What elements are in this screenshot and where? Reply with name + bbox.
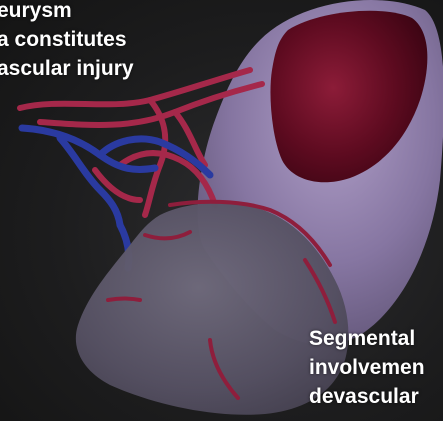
caption-bottom-line-3: devascular bbox=[309, 382, 425, 411]
caption-top: eurysm a constitutes ascular injury bbox=[0, 0, 134, 83]
caption-bottom-line-2: involvemen bbox=[309, 353, 425, 382]
caption-top-line-1: eurysm bbox=[0, 0, 134, 25]
caption-bottom: Segmental involvemen devascular bbox=[309, 324, 425, 411]
caption-top-line-3: ascular injury bbox=[0, 54, 134, 83]
caption-top-line-2: a constitutes bbox=[0, 25, 134, 54]
caption-bottom-line-1: Segmental bbox=[309, 324, 425, 353]
